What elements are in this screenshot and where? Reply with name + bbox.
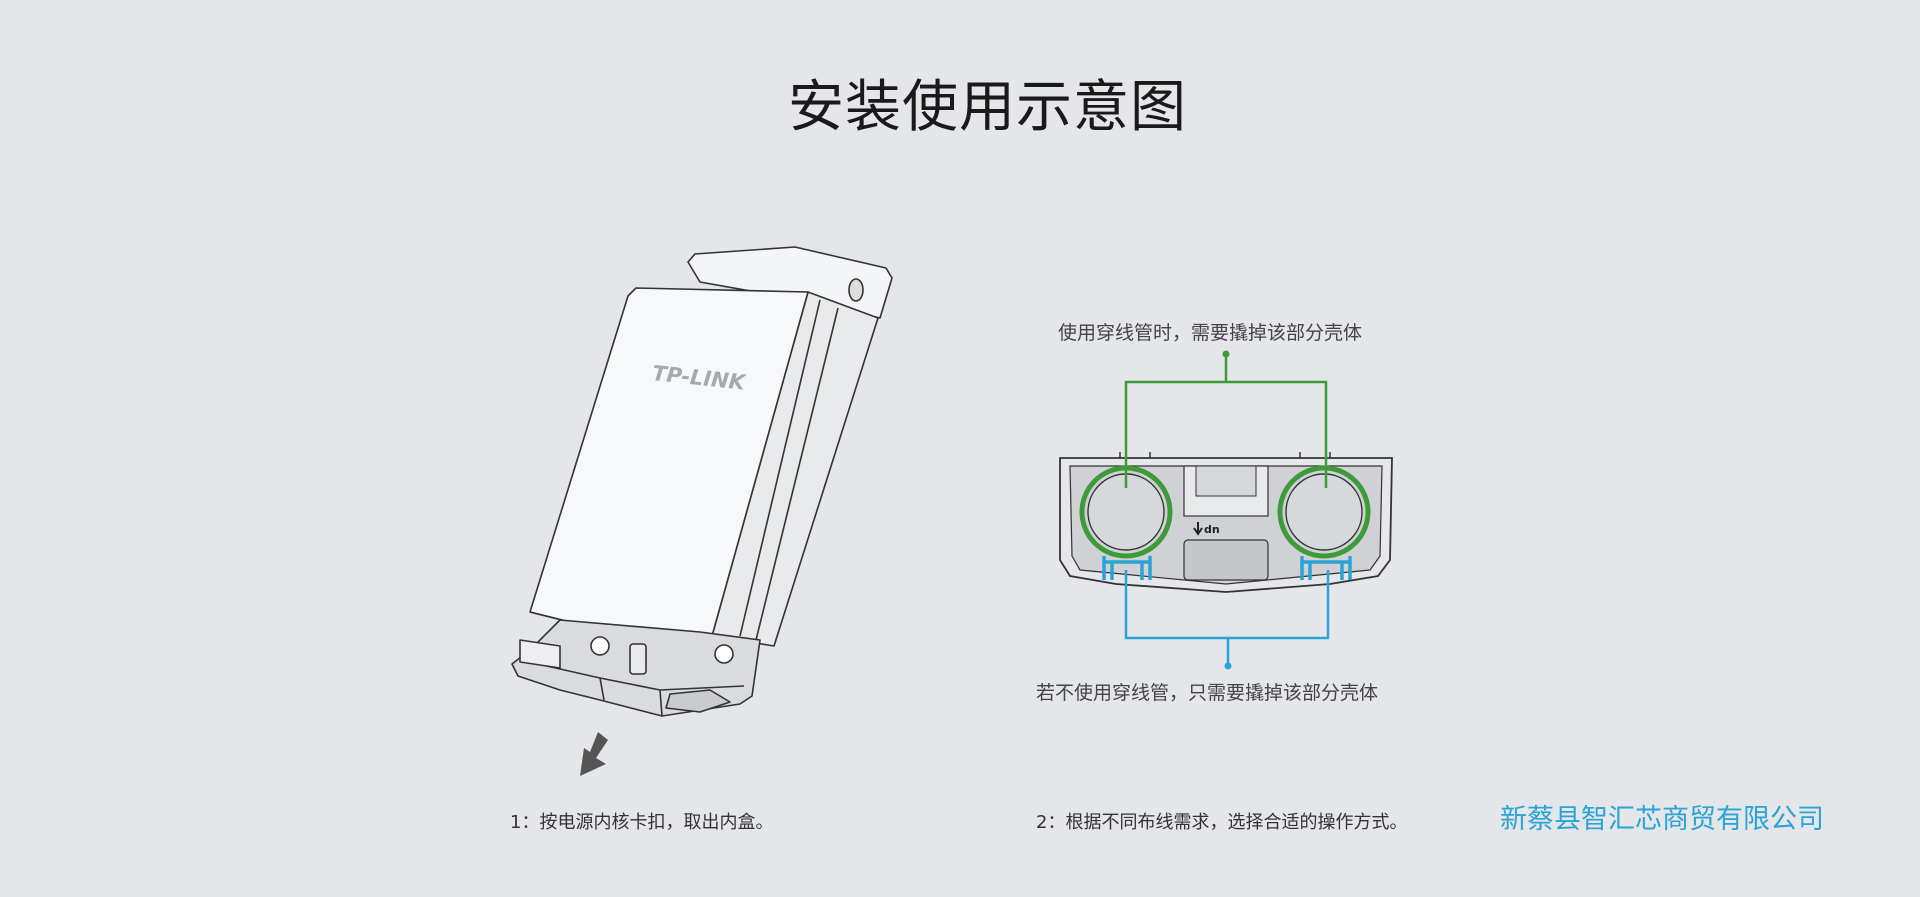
callout-top-text: 使用穿线管时，需要撬掉该部分壳体 <box>1058 322 1363 344</box>
device-illustration <box>511 246 893 717</box>
bottom-hole-right <box>714 644 734 664</box>
down-arrow-icon <box>1193 522 1203 536</box>
port-right <box>1285 473 1363 551</box>
connector-diagram: dn <box>1059 350 1393 670</box>
callout-bottom-text: 若不使用穿线管，只需要撬掉该部分壳体 <box>1036 682 1379 704</box>
bottom-marking: dn <box>1204 523 1220 536</box>
bottom-hole-left <box>590 636 610 656</box>
step-2-caption: 2：根据不同布线需求，选择合适的操作方式。 <box>1036 812 1408 833</box>
pull-down-arrow-icon <box>580 732 608 776</box>
mount-hole-icon <box>848 278 864 302</box>
port-left-blue-tab <box>1102 556 1152 580</box>
green-leader <box>1124 354 1328 488</box>
port-right-blue-tab <box>1300 556 1352 580</box>
port-right-green-ring <box>1277 465 1371 559</box>
page-title: 安装使用示意图 <box>788 75 1187 140</box>
step-1-caption: 1：按电源内核卡扣，取出内盒。 <box>510 812 774 833</box>
company-watermark: 新蔡县智汇芯商贸有限公司 <box>1500 804 1824 835</box>
blue-leader <box>1124 570 1330 666</box>
mount-bracket <box>687 246 893 319</box>
center-plug <box>1183 539 1269 581</box>
